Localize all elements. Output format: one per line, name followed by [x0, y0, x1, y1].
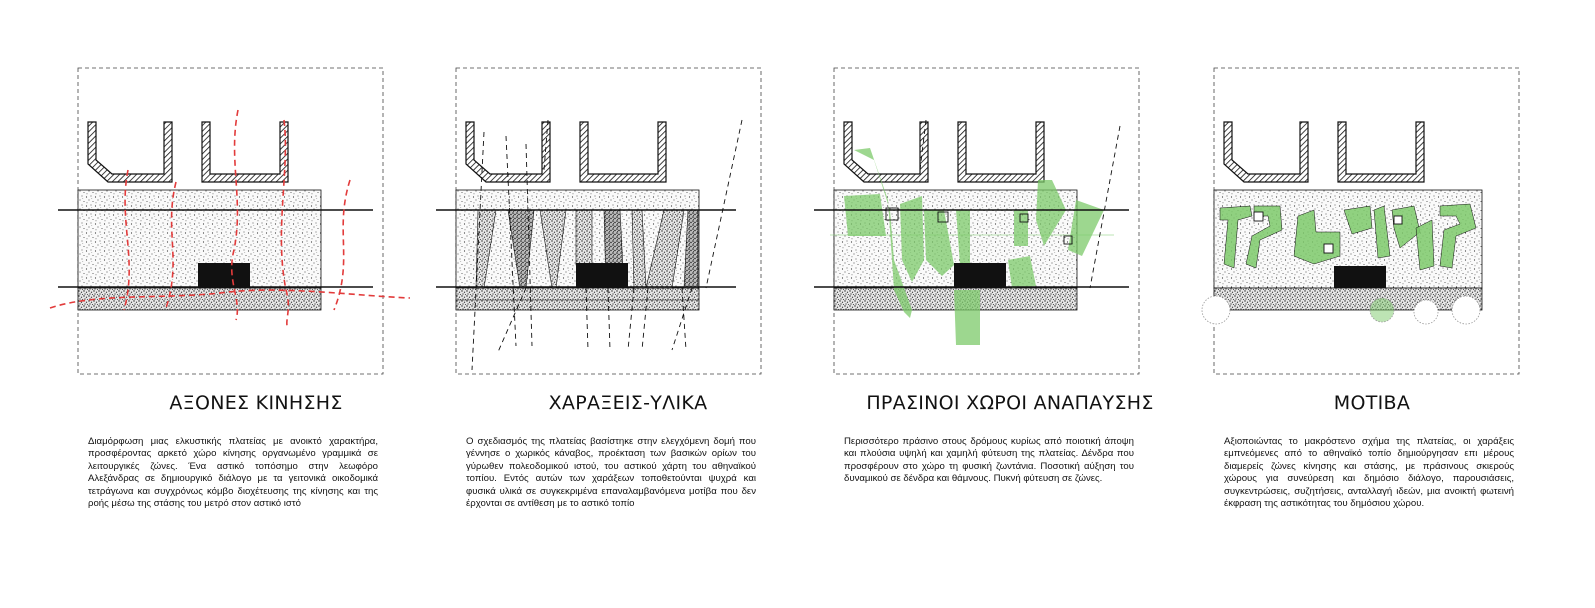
- motifs-diagram: [1201, 67, 1520, 375]
- panel-title: ΧΑΡΑΞΕΙΣ-ΥΛΙΚΑ: [548, 392, 708, 414]
- building-blocks: [1223, 121, 1425, 183]
- bench-outlines: [885, 207, 1073, 245]
- panel-description: Διαμόρφωση μιας ελκυστικής πλατείας με α…: [88, 436, 378, 510]
- material-strips: [475, 209, 699, 289]
- panel-description: Περισσότερο πράσινο στους δρόμους κυρίως…: [844, 436, 1134, 485]
- metro-entrance: [954, 263, 1006, 288]
- panel-green-rest-areas: ΠΡΑΣΙΝΟΙ ΧΩΡΟΙ ΑΝΑΠΑΥΣΗΣ Περισσότερο πρά…: [814, 0, 1153, 608]
- frame: [77, 67, 384, 375]
- grid-extension-lines: [471, 119, 743, 371]
- paved-strip: [1213, 287, 1483, 311]
- metro-entrance: [576, 263, 628, 288]
- panel-description: Ο σχεδιασμός της πλατείας βασίστηκε στην…: [466, 436, 756, 510]
- frame: [1213, 67, 1520, 375]
- movement-axes: [49, 109, 411, 329]
- building-blocks: [843, 121, 1045, 183]
- building-blocks: [87, 121, 289, 183]
- seat-cubes: [1253, 211, 1403, 254]
- panel-title: ΜΟΤΙΒΑ: [1333, 392, 1411, 414]
- metro-entrance: [1334, 266, 1386, 288]
- frame: [455, 67, 762, 375]
- axis-lines: [919, 119, 1121, 289]
- panel-motifs: ΜΟΤΙΒΑ Αξιοποιώντας το μακρόστενο σχήμα …: [1194, 0, 1520, 608]
- panel-movement-axes: ΑΞΟΝΕΣ ΚΙΝΗΣΗΣ Διαμόρφωση μιας ελκυστική…: [49, 0, 411, 608]
- green-motifs: [1219, 203, 1477, 271]
- building-blocks: [465, 121, 667, 183]
- panel-description: Αξιοποιώντας το μακρόστενο σχήμα της πλα…: [1224, 436, 1514, 510]
- movement-axes-diagram: [49, 67, 411, 375]
- panel-lines-materials: ΧΑΡΑΞΕΙΣ-ΥΛΙΚΑ Ο σχεδιασμός της πλατείας…: [436, 0, 762, 608]
- green-zones: [844, 148, 1104, 345]
- metro-entrance: [198, 263, 250, 288]
- green-spaces-diagram: [814, 67, 1140, 375]
- panel-title: ΑΞΟΝΕΣ ΚΙΝΗΣΗΣ: [169, 392, 343, 414]
- tree-symbols: [1201, 295, 1481, 325]
- lines-materials-diagram: [436, 67, 762, 375]
- plaza: [77, 189, 322, 311]
- frame: [833, 67, 1140, 375]
- panel-title: ΠΡΑΣΙΝΟΙ ΧΩΡΟΙ ΑΝΑΠΑΥΣΗΣ: [866, 392, 1154, 414]
